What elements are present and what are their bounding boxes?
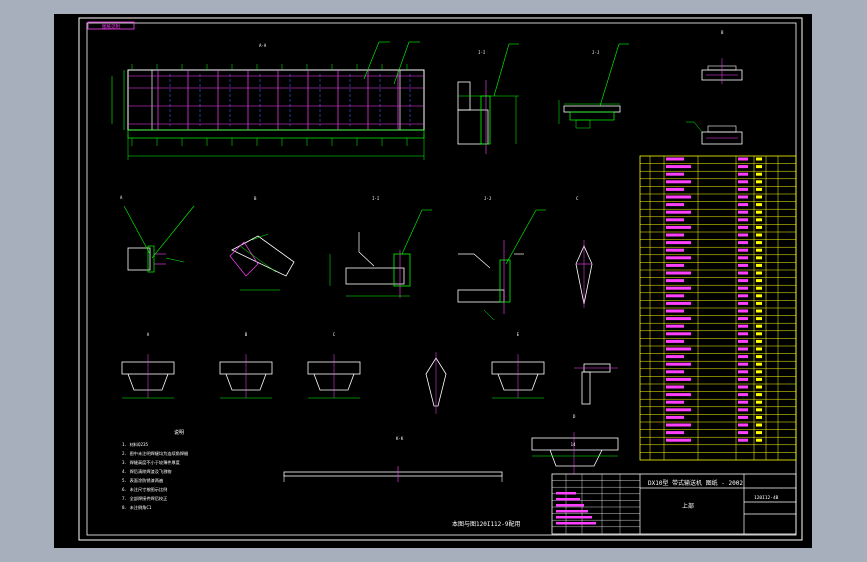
detail-view-c: C [575,196,593,308]
parts-list-table [639,155,797,461]
main-frame-view: A-A [111,41,425,160]
svg-text:A-A: A-A [259,43,267,48]
section-view-4: J-J [457,196,546,321]
notes-heading: 说明 [174,429,184,436]
svg-text:I-I: I-I [478,50,486,55]
svg-text:5. 表面涂防锈漆两遍: 5. 表面涂防锈漆两遍 [122,477,164,484]
svg-text:B: B [721,30,724,35]
title-part-name: 上部 [682,502,694,510]
svg-text:B: B [254,196,257,201]
svg-text:I-I: I-I [372,196,380,201]
svg-text:J-J: J-J [484,196,491,201]
detail-view-b: B [229,196,295,291]
svg-text:6. 未注尺寸按图示比例: 6. 未注尺寸按图示比例 [122,486,167,493]
title-main: DX10型 带式输送机 图纸 - 2002 [648,479,743,487]
svg-text:D: D [573,414,576,419]
section-view-3: I-I [329,196,432,298]
long-bar-view: K-K [283,436,503,482]
detail-view-d: D 14 [531,414,619,474]
svg-text:A: A [120,195,123,200]
svg-text:B: B [245,332,248,337]
svg-text:7. 全部焊接件焊后校正: 7. 全部焊接件焊后校正 [122,495,167,502]
svg-text:3. 焊缝高度不小于较薄件厚度: 3. 焊缝高度不小于较薄件厚度 [122,459,181,466]
svg-text:A: A [147,332,150,337]
svg-text:4. 焊后清除焊渣及飞溅物: 4. 焊后清除焊渣及飞溅物 [122,468,171,475]
title-block: DX10型 带式输送机 图纸 - 2002 上部 120I12-4B [551,473,797,535]
section-view-1: I-I [457,43,519,154]
technical-notes: 1. 材料Q235 2. 图中未注明焊缝均为连续角焊缝 3. 焊缝高度不小于较薄件厚… [122,441,189,511]
cad-viewport[interactable]: 图纸见附 A-A I-I J-J [54,14,812,548]
svg-text:E: E [517,332,520,337]
cad-drawing: 图纸见附 A-A I-I J-J [78,17,803,541]
svg-text:J-J: J-J [592,50,599,55]
corner-stamp [87,21,135,30]
inner-frame [86,22,797,536]
svg-text:14: 14 [571,442,576,447]
svg-text:K-K: K-K [396,436,404,441]
corner-stamp-text: 图纸见附 [102,23,120,30]
title-drawing-number: 120I12-4B [754,495,779,501]
svg-text:1. 材料Q235: 1. 材料Q235 [122,441,149,448]
bottom-caption: 本图与图120I112-9配用 [452,520,521,528]
svg-text:8. 未注倒角C1: 8. 未注倒角C1 [122,504,152,511]
svg-text:2. 图中未注明焊缝均为连续角焊缝: 2. 图中未注明焊缝均为连续角焊缝 [122,450,189,457]
outer-frame [78,17,803,541]
svg-text:C: C [576,196,579,201]
svg-text:C: C [333,332,336,337]
detail-view-top-right: B [686,30,743,145]
detail-view-a: A [120,195,195,273]
section-view-2: J-J [558,43,629,129]
